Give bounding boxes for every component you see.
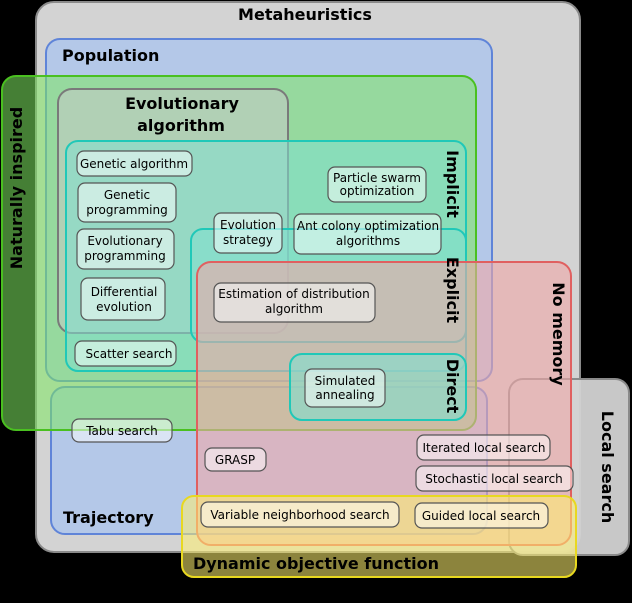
method-box xyxy=(327,166,427,203)
method-label-line: programming xyxy=(84,249,165,263)
method-tabu-search: Tabu search xyxy=(71,418,173,443)
method-label-line: strategy xyxy=(223,233,273,247)
metaheuristics-label: Metaheuristics xyxy=(238,5,372,24)
method-label-line: Simulated xyxy=(315,374,376,388)
method-label-line: Evolution xyxy=(220,218,276,232)
method-simulated-annealing: Simulated annealing xyxy=(304,368,386,408)
method-genetic-algorithm: Genetic algorithm xyxy=(76,150,193,177)
no-memory-label: No memory xyxy=(549,282,568,386)
method-stochastic-local-search: Stochastic local search xyxy=(415,465,574,492)
method-label-line: evolution xyxy=(96,300,152,314)
method-particle-swarm-optimization: Particle swarm optimization xyxy=(327,166,427,203)
explicit-label: Explicit xyxy=(443,257,462,324)
method-box xyxy=(293,213,442,255)
method-estimation-of-distribution-algorithm: Estimation of distribution algorithm xyxy=(213,282,376,323)
evolutionary-algorithm-label-line1: Evolutionary xyxy=(125,94,239,113)
trajectory-label: Trajectory xyxy=(63,508,154,527)
method-label-line: Differential xyxy=(91,285,158,299)
method-box xyxy=(213,212,283,254)
method-box xyxy=(76,228,175,270)
method-box xyxy=(414,502,549,529)
method-evolution-strategy: Evolution strategy xyxy=(213,212,283,254)
method-box xyxy=(80,277,166,321)
method-grasp: GRASP xyxy=(204,447,267,472)
method-label-line: Tabu search xyxy=(85,424,158,438)
method-label-line: Iterated local search xyxy=(422,441,545,455)
method-box xyxy=(415,465,574,492)
method-label-line: Guided local search xyxy=(422,509,540,523)
method-label-line: Stochastic local search xyxy=(425,472,563,486)
method-label-line: programming xyxy=(86,203,167,217)
implicit-label: Implicit xyxy=(443,150,462,218)
method-label-line: Ant colony optimization xyxy=(297,219,439,233)
method-box xyxy=(200,501,400,528)
method-box xyxy=(76,150,193,177)
method-iterated-local-search: Iterated local search xyxy=(416,434,551,461)
method-label-line: Variable neighborhood search xyxy=(210,508,389,522)
naturally-inspired-label: Naturally inspired xyxy=(7,107,26,269)
method-evolutionary-programming: Evolutionary programming xyxy=(76,228,175,270)
method-label-line: Scatter search xyxy=(86,347,173,361)
method-label-line: GRASP xyxy=(215,453,255,467)
method-box xyxy=(304,368,386,408)
population-label: Population xyxy=(62,46,159,65)
method-box xyxy=(77,182,177,223)
method-label-line: algorithms xyxy=(336,234,400,248)
method-genetic-programming: Genetic programming xyxy=(77,182,177,223)
method-box xyxy=(204,447,267,472)
method-box xyxy=(74,340,177,367)
method-ant-colony-optimization: Ant colony optimization algorithms xyxy=(293,213,442,255)
method-label-line: Evolutionary xyxy=(87,234,162,248)
method-label-line: annealing xyxy=(315,388,374,402)
method-variable-neighborhood-search: Variable neighborhood search xyxy=(200,501,400,528)
method-label-line: optimization xyxy=(340,184,415,198)
dynamic-objective-function-label: Dynamic objective function xyxy=(193,554,439,573)
local-search-label: Local search xyxy=(598,411,617,523)
method-box xyxy=(71,418,173,443)
method-label-line: Particle swarm xyxy=(333,171,421,185)
method-box xyxy=(416,434,551,461)
method-guided-local-search: Guided local search xyxy=(414,502,549,529)
method-label-line: Genetic xyxy=(104,188,150,202)
method-label-line: Estimation of distribution xyxy=(218,287,369,301)
method-label-line: algorithm xyxy=(265,302,323,316)
direct-label: Direct xyxy=(443,359,462,414)
evolutionary-algorithm-label-line2: algorithm xyxy=(137,116,225,135)
method-differential-evolution: Differential evolution xyxy=(80,277,166,321)
method-scatter-search: Scatter search xyxy=(74,340,177,367)
method-box xyxy=(213,282,376,323)
method-label-line: Genetic algorithm xyxy=(80,157,188,171)
